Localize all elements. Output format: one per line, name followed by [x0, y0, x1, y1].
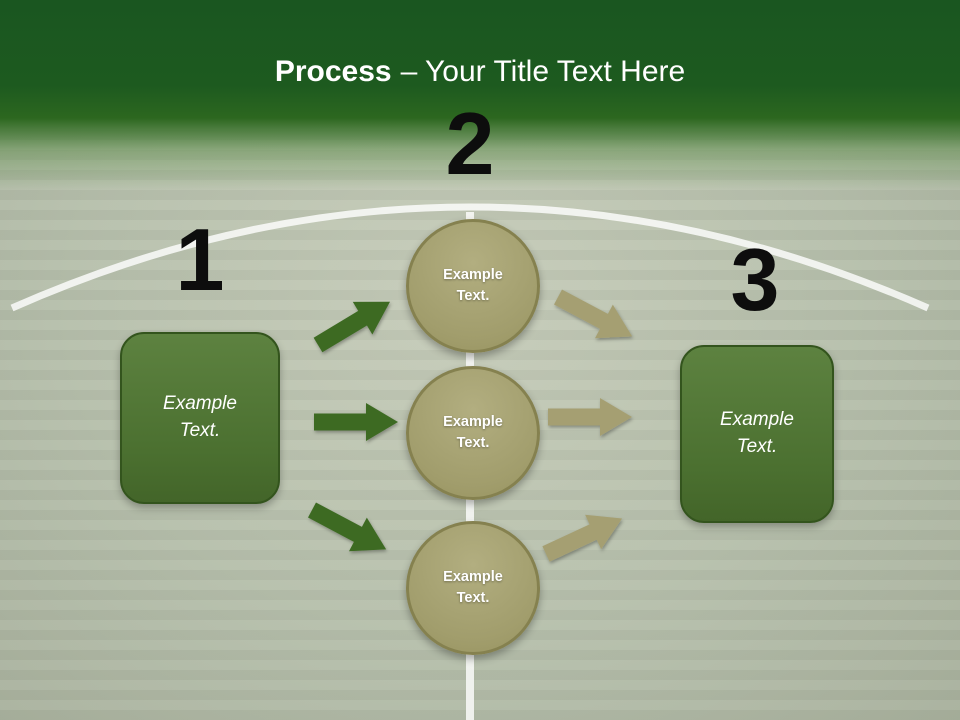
arrow-middle-circle-to-right: [548, 398, 632, 436]
slide-title: Process – Your Title Text Here: [0, 55, 960, 88]
arrow-left-to-bottom-circle: [303, 493, 396, 567]
circle-middle-label: Example Text.: [443, 413, 503, 451]
step-number-1: 1: [175, 210, 225, 309]
end-box-label: Example Text.: [720, 409, 794, 457]
process-circle-bottom: Example Text.: [406, 521, 540, 655]
center-circle-arc: [10, 203, 930, 312]
title-subtitle: – Your Title Text Here: [400, 55, 686, 88]
arrow-left-to-middle-circle: [314, 403, 398, 441]
step-number-2: 2: [445, 94, 495, 193]
title-keyword: Process: [274, 55, 392, 88]
arrow-bottom-circle-to-right: [537, 501, 631, 572]
process-end-box: Example Text.: [680, 345, 834, 523]
process-circle-middle: Example Text.: [406, 366, 540, 500]
circle-bottom-label: Example Text.: [443, 568, 503, 606]
arrow-top-circle-to-right: [549, 280, 642, 354]
circle-top-label: Example Text.: [443, 266, 503, 304]
process-start-box: Example Text.: [120, 332, 280, 504]
step-number-3: 3: [730, 230, 780, 329]
header-gradient-band: [0, 0, 960, 190]
process-circle-top: Example Text.: [406, 219, 540, 353]
arrow-left-to-top-circle: [308, 285, 400, 362]
start-box-label: Example Text.: [163, 393, 237, 441]
